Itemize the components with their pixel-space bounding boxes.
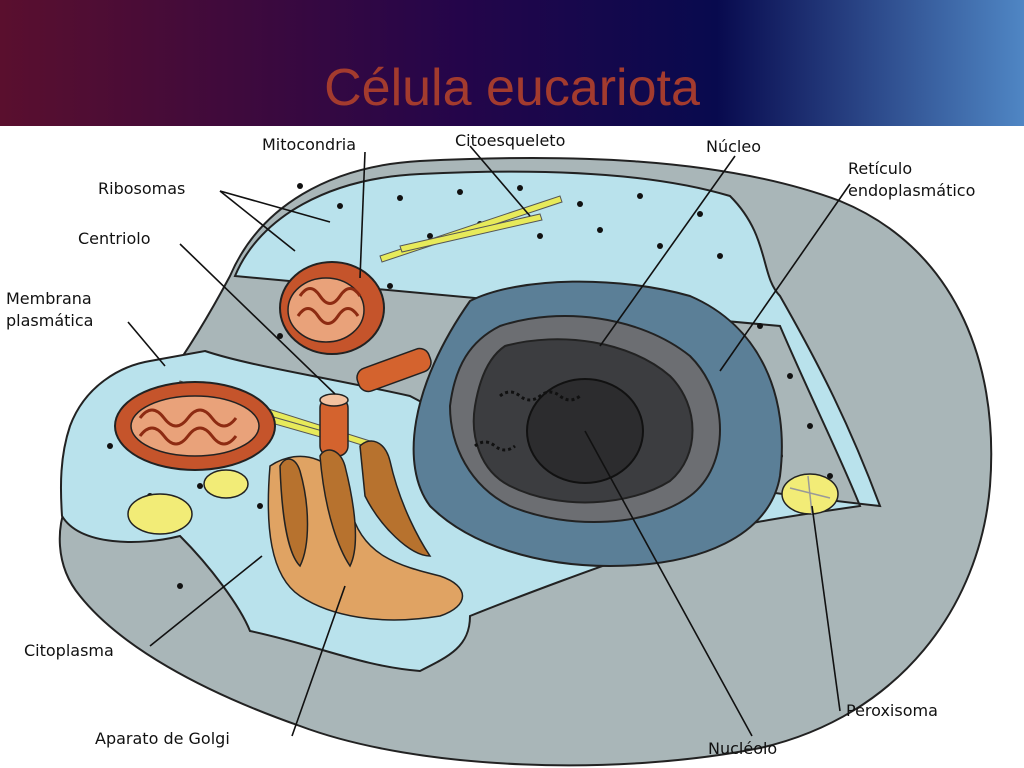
label-membrana-1: Membrana [6, 289, 92, 308]
golgi-apparatus [267, 440, 464, 621]
label-membrana-2: plasmática [6, 311, 93, 330]
peroxisome [127, 469, 839, 535]
slide-title: Célula eucariota [324, 59, 700, 117]
mitochondrion-left [114, 381, 276, 471]
label-nucleo: Núcleo [706, 137, 761, 156]
label-ribosomas: Ribosomas [98, 179, 185, 198]
label-peroxisoma: Peroxisoma [846, 701, 938, 720]
mitochondrion-top [279, 261, 385, 355]
centriole [319, 347, 432, 457]
label-citoesqueleto: Citoesqueleto [455, 131, 565, 150]
label-lines [127, 145, 851, 737]
label-nucleolo: Nucléolo [708, 739, 777, 758]
label-mitocondria: Mitocondria [262, 135, 356, 154]
label-centriolo: Centriolo [78, 229, 150, 248]
label-citoplasma: Citoplasma [24, 641, 114, 660]
label-reticulo-1: Retículo [848, 159, 912, 178]
title-bar [0, 0, 1024, 126]
label-golgi: Aparato de Golgi [95, 729, 230, 748]
cell-diagram: Mitocondria Citoesqueleto Núcleo Retícul… [0, 126, 1024, 768]
nucleus [412, 280, 783, 568]
cell-illustration: Mitocondria Citoesqueleto Núcleo Retícul… [6, 131, 993, 767]
label-reticulo-2: endoplasmático [848, 181, 975, 200]
